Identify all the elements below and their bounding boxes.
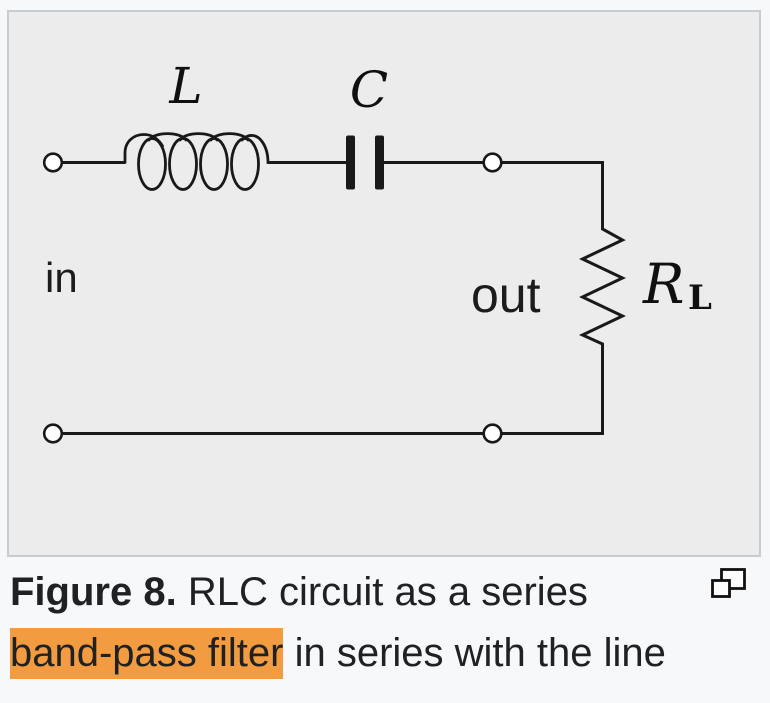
terminal-out-top bbox=[482, 152, 503, 173]
terminal-in-top bbox=[42, 152, 64, 173]
inductor-coil-icon bbox=[123, 132, 272, 191]
inductor-label: L bbox=[168, 57, 202, 115]
capacitor-label: C bbox=[350, 61, 388, 119]
caption-line-1: Figure 8. RLC circuit as a series bbox=[10, 562, 762, 623]
resistor-label: R bbox=[642, 252, 684, 316]
input-port-label: in bbox=[45, 254, 78, 301]
resistor-label-subscript: L bbox=[688, 278, 712, 318]
capacitor-icon bbox=[346, 135, 384, 190]
figure-number: Figure 8. bbox=[10, 570, 177, 614]
terminal-in-bottom bbox=[42, 423, 64, 444]
caption-line-2: band-pass filter in series with the line bbox=[10, 623, 762, 684]
expand-thumbnail-icon[interactable] bbox=[709, 565, 749, 601]
figure-caption: Figure 8. RLC circuit as a series band-p… bbox=[10, 562, 762, 684]
caption-highlight-band-pass-filter[interactable]: band-pass filter bbox=[10, 628, 284, 679]
output-port-label: out bbox=[471, 267, 541, 323]
terminal-out-bottom bbox=[482, 423, 503, 444]
caption-text-1: RLC circuit as a series bbox=[176, 570, 588, 614]
resistor-icon bbox=[501, 161, 626, 435]
circuit-figure-image[interactable]: L C R L in out bbox=[7, 10, 761, 557]
rlc-circuit-diagram: L C R L in out bbox=[42, 57, 712, 444]
caption-text-2: in series with the line bbox=[283, 631, 666, 675]
